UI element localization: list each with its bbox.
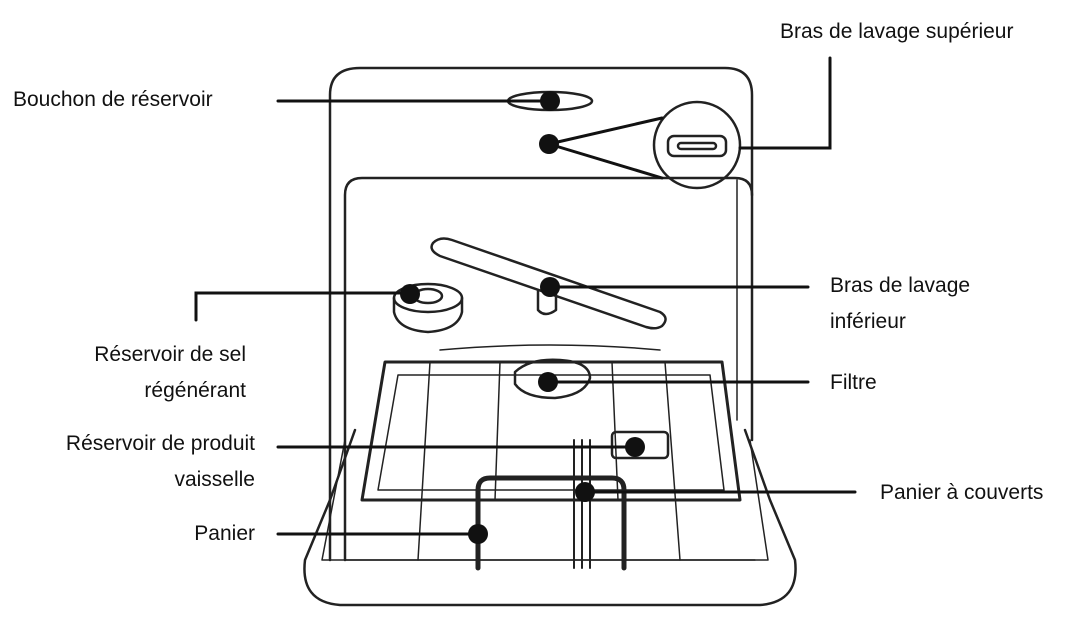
dot-bras-inf [540, 277, 560, 297]
dot-sel [400, 284, 420, 304]
inner-panel [343, 176, 754, 562]
lower-spray-arm [430, 237, 667, 330]
label-couverts: Panier à couverts [880, 481, 1044, 504]
basket-shape [360, 360, 742, 502]
label-filtre: Filtre [830, 371, 877, 394]
label-panier: Panier [194, 522, 255, 545]
cutlery-basket [475, 475, 627, 571]
dot-filtre [538, 372, 558, 392]
label-bras-sup: Bras de lavage supérieur [780, 20, 1014, 43]
label-produit-line2: vaisselle [174, 468, 255, 491]
dot-bouchon [540, 91, 560, 111]
label-bras-inf-line1: Bras de lavage [830, 274, 971, 297]
dot-couverts [575, 482, 595, 502]
dot-bras-sup [539, 134, 559, 154]
leader-bras-sup-cone-top [547, 116, 664, 146]
leader-bras-sup [738, 56, 832, 150]
magnifier-circle [652, 100, 742, 190]
leader-bras-sup-cone-bottom [547, 142, 664, 180]
label-produit-line1: Réservoir de produit [65, 432, 255, 455]
leader-sel [194, 291, 412, 322]
filter-shape [513, 358, 592, 400]
dot-produit [625, 437, 645, 457]
label-bras-inf-line2: inférieur [830, 310, 906, 333]
label-sel-line1: Réservoir de sel [94, 343, 246, 366]
dot-panier [468, 524, 488, 544]
label-sel-line2: régénérant [144, 379, 246, 402]
tub-base [303, 428, 797, 607]
label-bouchon: Bouchon de réservoir [13, 88, 213, 111]
appliance-outline [328, 66, 754, 562]
